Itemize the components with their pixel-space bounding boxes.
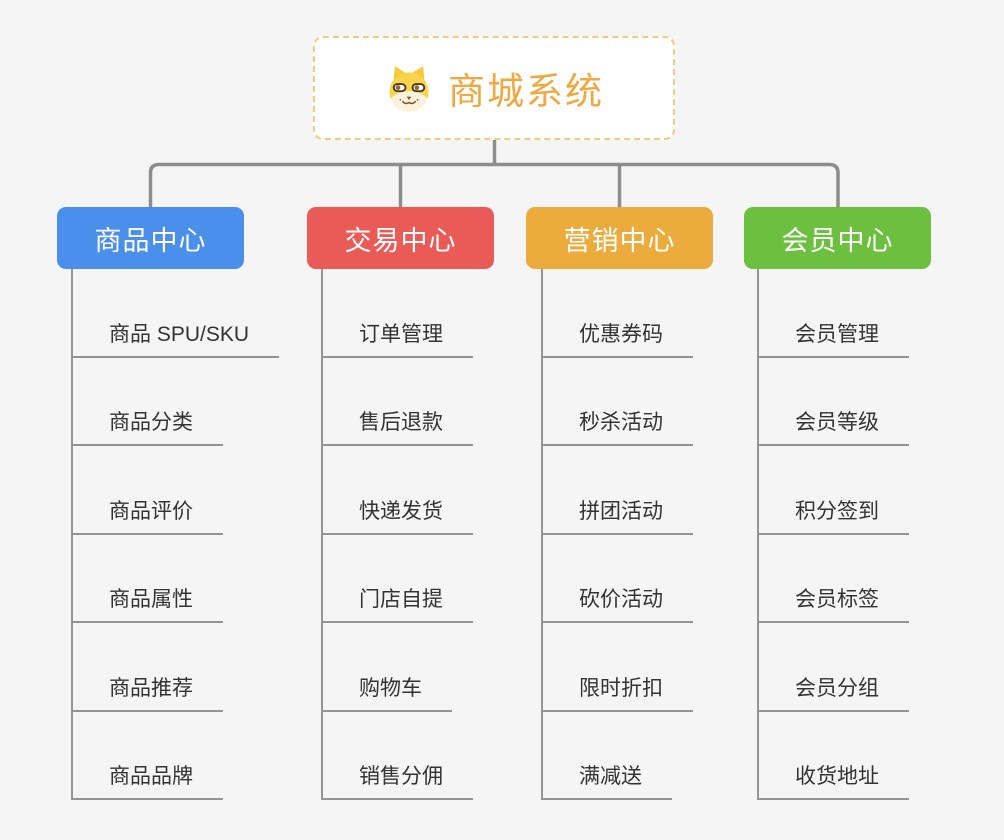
branch-children-product: 商品 SPU/SKU 商品分类 商品评价 商品属性 商品推荐 商品品牌: [71, 269, 280, 800]
root-title: 商城系统: [448, 71, 604, 112]
branch-label-marketing: 营销中心: [563, 225, 676, 256]
topic-node[interactable]: 商品分类: [73, 358, 223, 446]
topic-node[interactable]: 会员管理: [759, 269, 909, 358]
topic-node[interactable]: 优惠券码: [543, 269, 693, 358]
topic-node[interactable]: 商品属性: [73, 535, 223, 623]
topic-node[interactable]: 会员分组: [759, 623, 909, 712]
branch-label-product: 商品中心: [94, 225, 207, 256]
topic-node[interactable]: 购物车: [323, 623, 452, 712]
topic-node[interactable]: 秒杀活动: [543, 358, 693, 446]
topic-node[interactable]: 砍价活动: [543, 535, 693, 623]
topic-node[interactable]: 门店自提: [323, 535, 473, 623]
dog-face-icon: [389, 66, 429, 112]
branch-box-marketing[interactable]: 营销中心: [526, 207, 713, 269]
topic-node[interactable]: 收货地址: [759, 712, 909, 800]
topic-node[interactable]: 快递发货: [323, 446, 473, 535]
bus-line: [148, 162, 840, 209]
topic-node[interactable]: 会员标签: [759, 535, 909, 623]
branch-label-trade: 交易中心: [344, 225, 457, 256]
topic-node[interactable]: 售后退款: [323, 358, 473, 446]
branch-box-trade[interactable]: 交易中心: [307, 207, 494, 269]
branch-children-trade: 订单管理 售后退款 快递发货 门店自提 购物车 销售分佣: [321, 269, 473, 800]
branch-children-member: 会员管理 会员等级 积分签到 会员标签 会员分组 收货地址: [757, 269, 909, 800]
topic-node[interactable]: 会员等级: [759, 358, 909, 446]
branch-children-marketing: 优惠券码 秒杀活动 拼团活动 砍价活动 限时折扣 满减送: [541, 269, 693, 800]
topic-node[interactable]: 商品推荐: [73, 623, 223, 712]
topic-node[interactable]: 满减送: [543, 712, 672, 800]
topic-node[interactable]: 商品评价: [73, 446, 223, 535]
root-node[interactable]: 商城系统: [313, 36, 675, 140]
topic-node[interactable]: 商品品牌: [73, 712, 223, 800]
topic-node[interactable]: 商品 SPU/SKU: [73, 269, 280, 358]
branch-box-member[interactable]: 会员中心: [744, 207, 931, 269]
branch-box-product[interactable]: 商品中心: [57, 207, 244, 269]
topic-node[interactable]: 拼团活动: [543, 446, 693, 535]
topic-node[interactable]: 订单管理: [323, 269, 473, 358]
topic-node[interactable]: 销售分佣: [323, 712, 473, 800]
topic-node[interactable]: 积分签到: [759, 446, 909, 535]
topic-node[interactable]: 限时折扣: [543, 623, 693, 712]
branch-label-member: 会员中心: [781, 225, 894, 256]
